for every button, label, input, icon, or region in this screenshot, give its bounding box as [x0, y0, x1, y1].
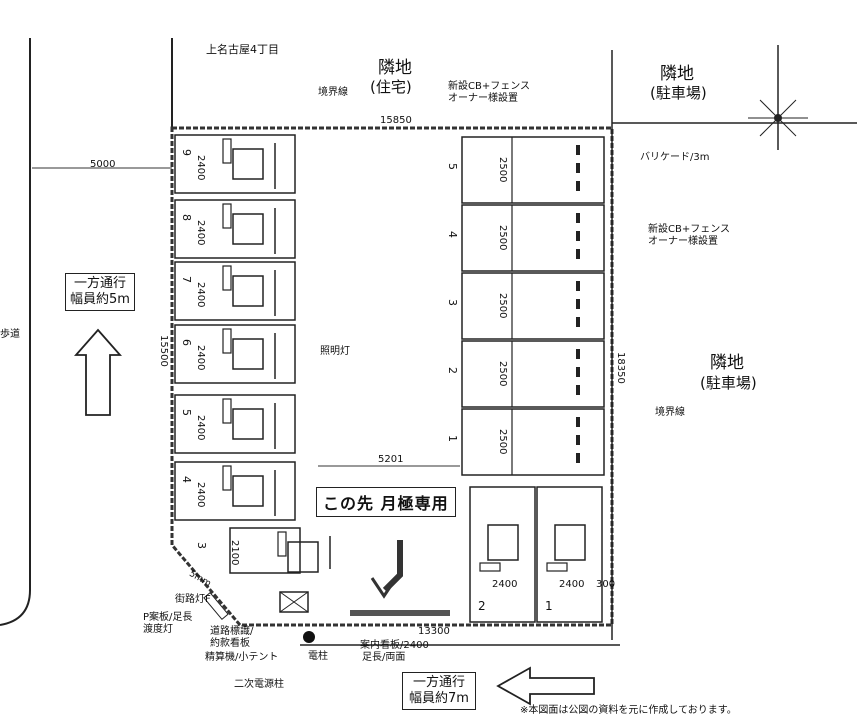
right-parking-slots [461, 136, 605, 476]
note-car-sign2: 足長/両面 [362, 652, 406, 663]
neighbor-top-line1: 隣地 [378, 58, 412, 78]
left-slot [174, 324, 296, 384]
road-left-line2: 幅員約5m [70, 292, 130, 307]
road-arrow-up [74, 328, 122, 416]
note-road-sign: 道路標識/ [210, 626, 254, 637]
dim-bottom-slot-w1: 2400 [492, 579, 518, 590]
bottom-parking-slots [469, 486, 603, 623]
lane-arrow-head [370, 577, 398, 599]
right-slot [461, 272, 605, 340]
footer-note: ※本図面は公図の資料を元に作成しております。 [520, 705, 737, 716]
neighbor-right-line2: (駐車場) [700, 374, 757, 392]
utility-pole [303, 631, 315, 643]
note-pole: 電柱 [308, 651, 328, 662]
note-fence-right: 新設CB+フェンス [648, 224, 731, 235]
road-bottom-line2: 幅員約7m [409, 691, 469, 706]
bottom-slot [469, 486, 536, 623]
right-slot-number: 1 [446, 435, 459, 442]
left-slot-length: 2400 [195, 345, 206, 371]
left-slot-number: 5 [180, 409, 193, 416]
right-slot-number: 2 [446, 367, 459, 374]
left-edge-text: 歩道 [0, 329, 20, 340]
road-edge-left [0, 38, 31, 626]
note-payment: 精算機/小テント [205, 652, 279, 663]
right-slot-number: 5 [446, 163, 459, 170]
note-light: 照明灯 [320, 346, 350, 357]
address-label: 上名古屋4丁目 [206, 43, 279, 56]
left-slot-number: 7 [180, 276, 193, 283]
payment-machine-x2 [279, 591, 309, 613]
left-slot [229, 527, 331, 574]
dim-top-width: 15850 [380, 115, 412, 126]
note-secondary-power: 二次電源柱 [234, 679, 284, 690]
left-slot-length: 2400 [195, 415, 206, 441]
note-boundary-right: 境界線 [655, 407, 685, 418]
dim-right-depth: 18350 [615, 352, 626, 384]
road-bottom-sign: 一方通行 幅員約7m [402, 672, 476, 710]
note-p-sign2: 渡度灯 [143, 624, 173, 635]
left-slot-number: 4 [180, 476, 193, 483]
dim-slot-len2: 2100 [229, 540, 240, 566]
right-slot-number: 3 [446, 299, 459, 306]
note-boundary-top: 境界線 [318, 87, 348, 98]
dim-bottom-edge: 300 [596, 579, 616, 590]
dim-left-depth: 15500 [158, 335, 169, 367]
right-slot [461, 408, 605, 476]
right-slot-length: 2500 [497, 293, 508, 319]
dim-bottom-slot-w2: 2400 [559, 579, 585, 590]
left-slot-number: 8 [180, 214, 193, 221]
bottom-slot-number: 1 [545, 599, 553, 613]
note-road-sign2: 約款看板 [210, 638, 250, 649]
note-fence-top: 新設CB+フェンス [448, 81, 531, 92]
left-slot [174, 394, 296, 454]
left-parking-slots [174, 134, 331, 574]
left-slot-number: 3 [195, 542, 208, 549]
note-fence-right-owner: オーナー様設置 [648, 236, 718, 247]
bottom-slot [536, 486, 603, 623]
note-barricade: バリケード/3m [640, 152, 710, 163]
right-slot-length: 2500 [497, 429, 508, 455]
left-slot [174, 261, 296, 321]
note-p-sign: P案板/足長 [143, 612, 193, 623]
dim-bottom-width: 13300 [418, 626, 450, 637]
monthly-only-banner: この先 月極専用 [316, 487, 456, 517]
road-left-sign: 一方通行 幅員約5m [65, 273, 135, 311]
road-left-line1: 一方通行 [73, 276, 126, 291]
right-slot-length: 2500 [497, 225, 508, 251]
right-slot [461, 136, 605, 204]
dim-setback: 5000 [90, 159, 116, 170]
left-slot-length: 2400 [195, 482, 206, 508]
left-slot [174, 461, 296, 521]
neighbor-top-right-line2: (駐車場) [650, 84, 707, 102]
note-fence-top-owner: オーナー様設置 [448, 93, 518, 104]
road-sign-board [203, 591, 229, 621]
left-slot-number: 9 [180, 149, 193, 156]
dim-inner-width: 5201 [378, 454, 404, 465]
neighbor-right-line1: 隣地 [710, 353, 744, 373]
note-car-sign: 案内看板/2400 [360, 640, 429, 651]
right-slot-length: 2500 [497, 361, 508, 387]
right-slot-length: 2500 [497, 157, 508, 183]
left-slot [174, 199, 296, 259]
entrance-curb [350, 610, 450, 616]
bottom-slot-number: 2 [478, 599, 486, 613]
left-slot-number: 6 [180, 339, 193, 346]
neighbor-top-line2: (住宅) [370, 78, 412, 96]
neighbor-top-right-line1: 隣地 [660, 64, 694, 84]
right-slot [461, 340, 605, 408]
left-slot-length: 2400 [195, 155, 206, 181]
road-arrow-left [496, 666, 595, 706]
compass-icon [748, 45, 808, 150]
road-bottom-line1: 一方通行 [412, 675, 465, 690]
right-slot-number: 4 [446, 231, 459, 238]
note-street-light: 街路灯F [175, 594, 211, 605]
left-slot-length: 2400 [195, 282, 206, 308]
left-slot [174, 134, 296, 194]
left-slot-length: 2400 [195, 220, 206, 246]
right-slot [461, 204, 605, 272]
payment-machine [279, 591, 309, 613]
